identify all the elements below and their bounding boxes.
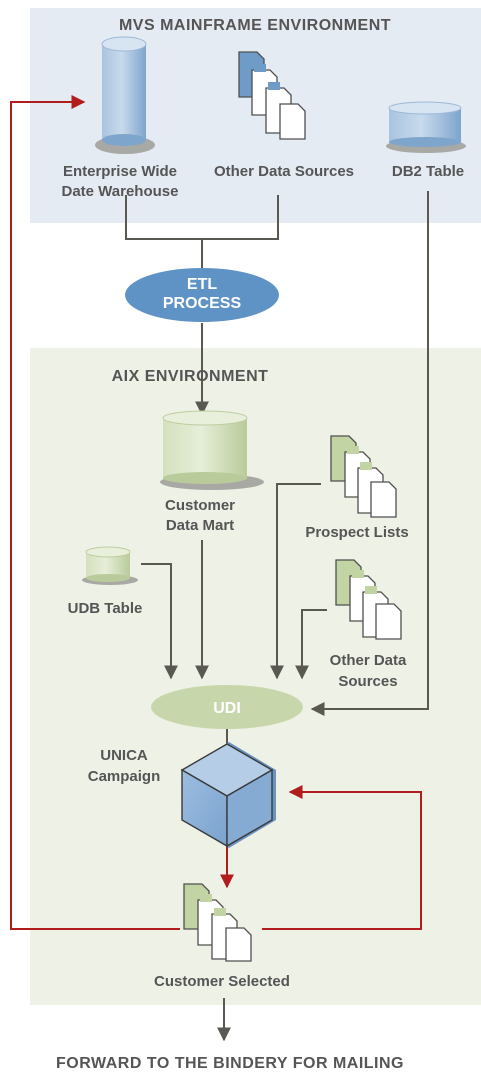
- mvs-environment-title: MVS MAINFRAME ENVIRONMENT: [119, 17, 391, 34]
- db2-table-label: DB2 Table: [392, 163, 464, 180]
- datamart-label-line2: Data Mart: [166, 517, 234, 534]
- aix-environment-panel: [30, 348, 481, 1005]
- warehouse-to-etl-line: [125, 195, 203, 268]
- prospects-to-udi-arrow: [270, 483, 321, 680]
- warehouse-label-line1: Enterprise Wide: [63, 163, 177, 180]
- udb-to-udi-arrow: [141, 563, 178, 680]
- campaign-label-line2: Campaign: [88, 768, 161, 785]
- selected-to-campaign-arrow: [262, 785, 422, 930]
- feedback-lines: [10, 95, 422, 930]
- other-aix-sources-label-line2: Sources: [338, 673, 397, 690]
- unica-campaign-cube-icon: [180, 742, 276, 848]
- etl-process-node: [125, 268, 279, 322]
- datamart-cylinder-icon: [160, 410, 264, 490]
- aix-environment-title: AIX ENVIRONMENT: [112, 368, 269, 385]
- udi-node: [151, 685, 303, 729]
- campaign-label-line1: UNICA: [100, 747, 148, 764]
- other-sources-to-etl-line: [202, 195, 279, 240]
- prospect-lists-label: Prospect Lists: [305, 524, 408, 541]
- connector-lines: [125, 191, 429, 1042]
- warehouse-label-line2: Date Warehouse: [62, 183, 179, 200]
- datamart-label-line1: Customer: [165, 497, 235, 514]
- udb-cylinder-icon: [82, 546, 138, 585]
- other-sources-label: Other Data Sources: [214, 163, 354, 180]
- db2-cylinder-icon: [386, 101, 466, 153]
- bindery-footer-label: FORWARD TO THE BINDERY FOR MAILING: [56, 1055, 404, 1072]
- other-aix-sources-to-udi-arrow: [295, 609, 327, 680]
- etl-label-line1: ETL: [187, 276, 217, 293]
- prospect-lists-document-icon: [330, 435, 397, 518]
- udi-label: UDI: [213, 700, 241, 717]
- etl-label-line2: PROCESS: [163, 295, 242, 312]
- customer-selected-label: Customer Selected: [154, 973, 290, 990]
- udb-table-label: UDB Table: [68, 600, 143, 617]
- other-aix-sources-document-icon: [335, 559, 402, 640]
- db2-to-udi-arrow: [310, 191, 429, 716]
- warehouse-cylinder-icon: [95, 36, 155, 154]
- selected-to-warehouse-arrow: [10, 95, 180, 930]
- other-aix-sources-label-line1: Other Data: [330, 652, 407, 669]
- customer-selected-document-icon: [183, 883, 252, 962]
- other-sources-document-icon: [238, 51, 306, 140]
